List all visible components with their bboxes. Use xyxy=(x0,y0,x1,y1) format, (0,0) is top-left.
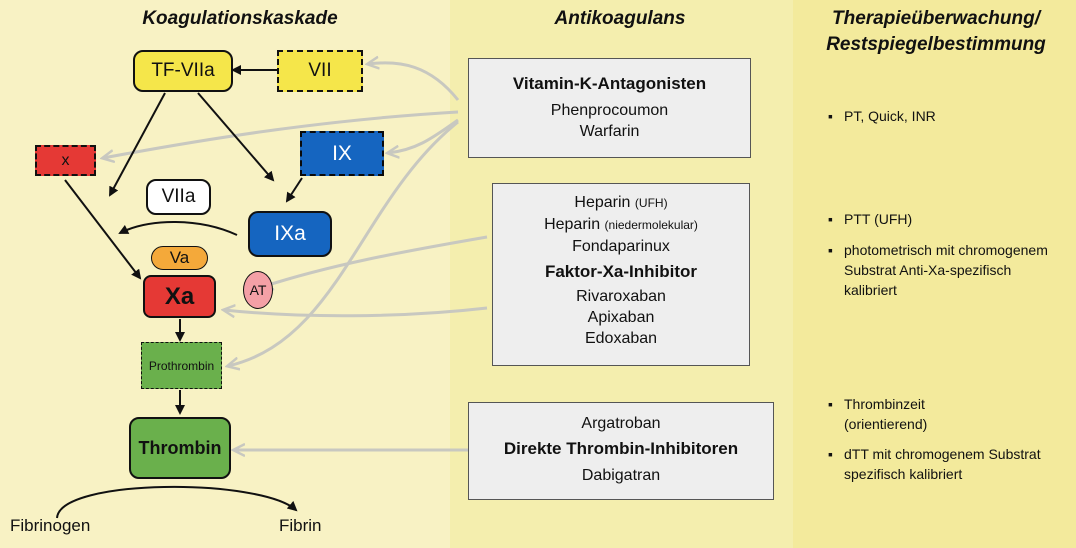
drug-rivaroxaban: Rivaroxaban xyxy=(576,288,666,305)
monitoring-header-line2: Restspiegelbestimmung xyxy=(826,34,1046,55)
arrow-tfviia-to-ixa xyxy=(197,92,275,182)
label-fibrinogen: Fibrinogen xyxy=(10,516,91,535)
heparin-ufh: Heparin (UFH) xyxy=(574,194,668,211)
drug-argatroban: Argatroban xyxy=(581,415,661,432)
box-vitamin-k-antagonists: Vitamin-K-Antagonisten Phenprocoumon War… xyxy=(468,58,751,158)
node-tf-viia: TF-VIIa xyxy=(133,50,233,92)
arrow-ix-to-ixa xyxy=(285,177,303,203)
drug-apixaban: Apixaban xyxy=(587,309,655,326)
vka-drug-phenprocoumon: Phenprocoumon xyxy=(550,102,669,119)
heparin-lmw: Heparin (niedermolekular) xyxy=(544,216,698,233)
arrow-vka-to-vii xyxy=(368,63,460,101)
arrow-vka-to-ix xyxy=(388,118,459,153)
monitoring-header-line1: Therapieüberwachung/ xyxy=(832,8,1040,29)
node-vii: VII xyxy=(277,50,363,92)
arrow-vka-to-x xyxy=(103,110,459,158)
box-direct-thrombin-inhibitors: Argatroban Direkte Thrombin-Inhibitoren … xyxy=(468,402,774,500)
anticoagulant-header: Antikoagulans xyxy=(554,8,686,29)
vka-drug-warfarin: Warfarin xyxy=(579,123,640,140)
xa-inhibitor-title: Faktor-Xa-Inhibitor xyxy=(544,262,698,281)
box-heparin-xa-inhibitors: Heparin (UFH) Heparin (niedermolekular) … xyxy=(492,183,750,366)
arrow-fibrinogen-to-fibrin xyxy=(56,485,298,519)
cascade-header: Koagulationskaskade xyxy=(142,8,338,29)
drug-dabigatran: Dabigatran xyxy=(581,467,661,484)
node-ixa: IXa xyxy=(248,211,332,257)
arrow-ixa-to-xa xyxy=(118,221,238,236)
node-at: AT xyxy=(243,271,273,309)
dti-title: Direkte Thrombin-Inhibitoren xyxy=(503,439,739,458)
drug-edoxaban: Edoxaban xyxy=(584,330,658,347)
arrow-heparin-to-at xyxy=(262,235,488,287)
arrow-tfviia-to-xa xyxy=(109,92,166,197)
vka-title: Vitamin-K-Antagonisten xyxy=(512,74,707,93)
fondaparinux: Fondaparinux xyxy=(572,238,670,255)
label-fibrin: Fibrin xyxy=(279,516,322,535)
node-xa: Xa xyxy=(143,275,216,318)
node-x: x xyxy=(35,145,96,176)
node-va: Va xyxy=(151,246,208,270)
arrow-heparin-to-xa xyxy=(224,308,488,316)
node-viia: VIIa xyxy=(146,179,211,215)
node-ix: IX xyxy=(300,131,384,176)
arrow-x-to-xa xyxy=(64,179,142,280)
node-prothrombin: Prothrombin xyxy=(141,342,222,389)
monitoring-column xyxy=(793,0,1076,548)
node-thrombin: Thrombin xyxy=(129,417,231,479)
